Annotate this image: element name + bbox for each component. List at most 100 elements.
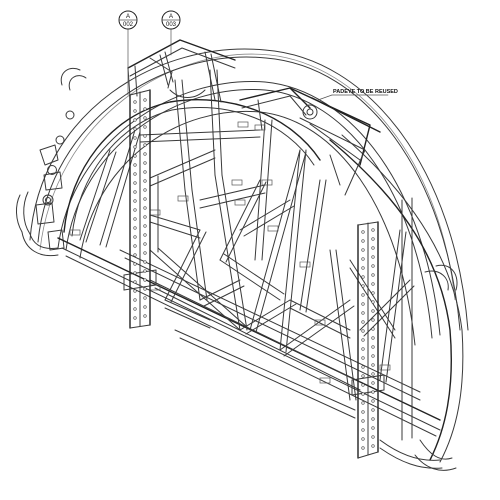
bolt-hole [361,266,365,270]
bolt-hole [143,269,147,273]
bolt-hole [371,399,375,403]
bolt-hole [133,172,137,176]
bolt-hole [371,363,375,367]
bolt-hole [361,446,365,450]
bolt-hole [361,248,365,252]
bolt-hole [133,244,137,248]
vertical-posts [123,89,443,469]
bolt-hole [133,289,137,293]
bolt-hole [143,278,147,282]
bolt-hole [361,437,365,441]
bolt-hole [133,127,137,131]
bolt-hole [143,314,147,318]
bolt-hole [371,372,375,376]
bolt-hole [361,410,365,414]
bolt-hole [133,208,137,212]
bolt-hole [143,260,147,264]
bolt-hole [143,287,147,291]
bolt-hole [371,228,375,232]
callout-2-top: A [169,14,173,20]
bolt-hole [143,107,147,111]
bolt-hole [371,417,375,421]
bolt-hole [143,215,147,219]
bolt-hole [371,336,375,340]
bolt-hole [133,163,137,167]
bolt-hole [143,179,147,183]
bolt-hole [371,435,375,439]
bolt-hole [371,300,375,304]
bolt-hole [133,118,137,122]
bolt-hole [371,345,375,349]
bolt-hole [143,98,147,102]
bolt-hole [361,329,365,333]
arch-rings [29,48,469,346]
bolt-hole [133,217,137,221]
bolt-hole [143,233,147,237]
bolt-hole [361,356,365,360]
bolt-hole [143,143,147,147]
left-end-frame [16,67,87,257]
bolt-hole [143,242,147,246]
bolt-hole [371,309,375,313]
bolt-hole [143,125,147,129]
bolt-hole [143,170,147,174]
callout-bubble-1: A 002 [118,10,138,96]
bolt-hole [143,305,147,309]
bolt-hole [361,428,365,432]
bolt-hole [143,206,147,210]
bolt-hole [361,383,365,387]
padeye-note-text: PADEYE TO BE REUSED [333,89,398,95]
bolt-hole [371,318,375,322]
bolt-hole [371,390,375,394]
bolt-hole [133,226,137,230]
truss-members [79,69,415,401]
bolt-hole [133,280,137,284]
cleats [69,121,391,384]
callout-2-bottom: 003 [166,22,177,28]
bolt-hole [361,293,365,297]
bolt-hole [371,444,375,448]
bolt-hole [143,134,147,138]
bolt-hole [371,246,375,250]
post-holes [133,98,375,450]
bolt-hole [133,136,137,140]
bolt-hole [371,327,375,331]
bolt-hole [361,284,365,288]
bolt-hole [133,199,137,203]
bolt-hole [371,264,375,268]
bolt-hole [361,275,365,279]
bolt-hole [133,100,137,104]
bolt-hole [361,230,365,234]
bolt-hole [133,316,137,320]
bolt-hole [371,381,375,385]
bolt-hole [133,235,137,239]
bolt-hole [361,374,365,378]
bolt-hole [133,145,137,149]
bolt-hole [133,262,137,266]
bolt-hole [133,298,137,302]
bolt-hole [133,181,137,185]
callout-1-bottom: 002 [123,22,134,28]
bolt-hole [371,282,375,286]
bolt-hole [371,291,375,295]
bolt-hole [143,296,147,300]
callout-1-top: A [126,14,130,20]
bolt-hole [371,255,375,259]
bolt-hole [143,251,147,255]
bolt-hole [361,401,365,405]
bolt-hole [371,408,375,412]
bolt-hole [361,392,365,396]
bolt-hole [143,197,147,201]
bolt-hole [361,257,365,261]
bolt-hole [361,365,365,369]
bolt-hole [143,224,147,228]
bolt-hole [143,188,147,192]
callout-bubble-2: A 003 [161,10,181,56]
bolt-hole [133,190,137,194]
bolt-hole [133,109,137,113]
bolt-hole [133,154,137,158]
bolt-hole [361,239,365,243]
bolt-hole [361,347,365,351]
bolt-hole [361,302,365,306]
